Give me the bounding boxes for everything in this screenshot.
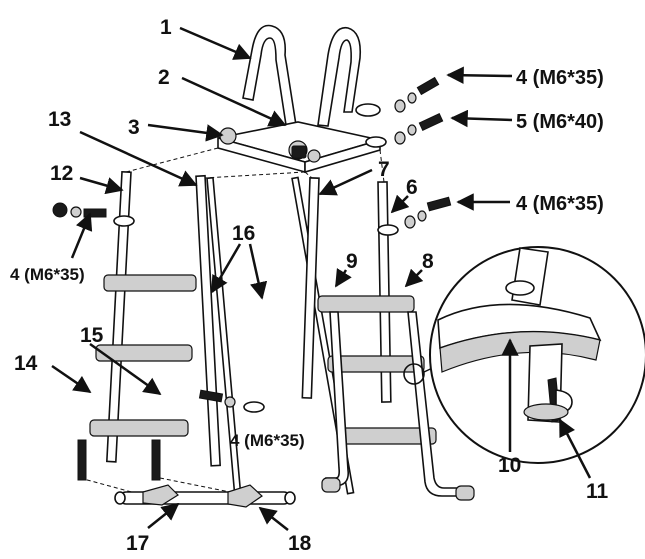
label-part-10: 10 [498, 454, 521, 477]
label-part-12: 12 [50, 162, 73, 185]
label-part-9: 9 [346, 250, 358, 273]
label-part-15: 15 [80, 324, 104, 347]
handrail-right [317, 26, 362, 127]
label-part-17: 17 [126, 532, 149, 555]
label-part-18: 18 [288, 532, 312, 555]
label-part-3: 3 [128, 116, 140, 139]
label-part-11: 11 [586, 480, 609, 503]
left-ladder [52, 170, 222, 481]
fastener-top-right-upper [355, 76, 440, 117]
label-bolt-4-top: 4 (M6*35) [516, 67, 604, 89]
label-part-8: 8 [422, 250, 434, 273]
label-part-7: 7 [378, 158, 390, 181]
label-part-14: 14 [14, 352, 38, 375]
detail-magnifier [429, 246, 645, 464]
right-ladder [301, 177, 475, 501]
label-part-16: 16 [232, 222, 255, 245]
fastener-top-right-lower [365, 113, 444, 148]
label-part-6: 6 [406, 176, 418, 199]
label-bolt-4-left: 4 (M6*35) [10, 265, 85, 284]
callout-lines [51, 26, 592, 531]
label-part-13: 13 [48, 108, 71, 131]
platform [217, 121, 381, 174]
label-bolt-5: 5 (M6*40) [516, 111, 604, 133]
label-bolt-4-center: 4 (M6*35) [230, 431, 305, 450]
label-bolt-4-right: 4 (M6*35) [516, 193, 604, 215]
bottom-base [114, 484, 296, 508]
label-part-2: 2 [158, 66, 170, 89]
label-part-1: 1 [160, 16, 172, 39]
